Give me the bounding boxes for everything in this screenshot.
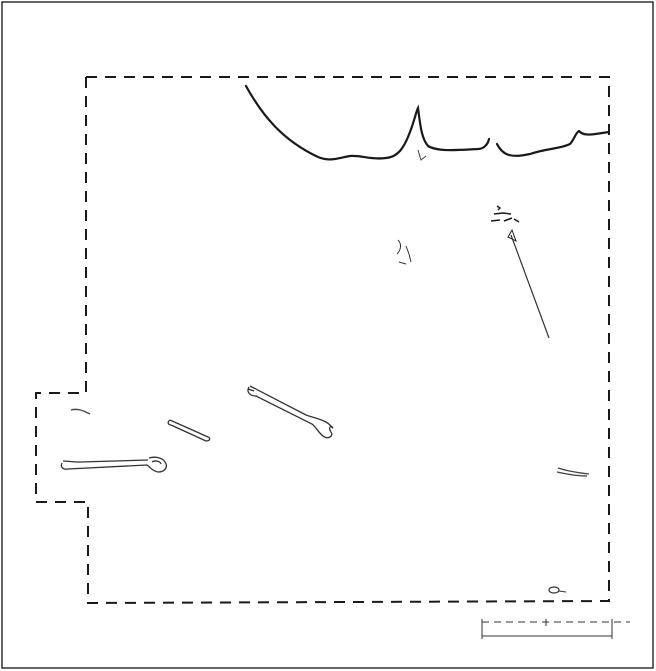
small-object xyxy=(548,586,567,594)
bone-fragment-right xyxy=(556,467,590,477)
small-mark xyxy=(417,149,427,161)
bone-fragment-short xyxy=(167,419,211,442)
long-bone-lower xyxy=(60,456,167,473)
rod xyxy=(510,234,550,339)
small-find-sketch xyxy=(396,239,412,265)
excavation-boundary xyxy=(35,76,610,605)
bone-fragment-small xyxy=(70,408,91,415)
scale-bar xyxy=(481,619,630,639)
section-edge xyxy=(244,84,611,161)
long-bone-diagonal xyxy=(247,385,334,439)
object-group xyxy=(490,205,550,339)
